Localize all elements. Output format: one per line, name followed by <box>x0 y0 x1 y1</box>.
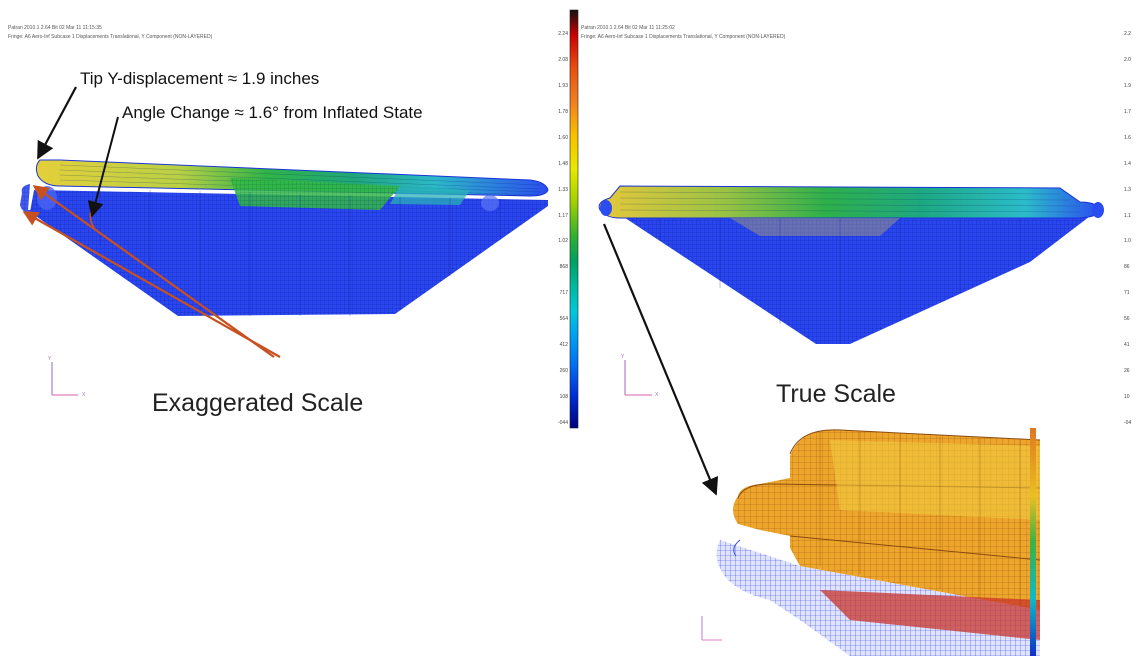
far-right-tick-9: 86 <box>1124 264 1130 271</box>
legend-tick-4: 1.60 <box>558 134 568 141</box>
zoom-inset <box>701 428 1041 656</box>
true-scale-model <box>598 185 1104 344</box>
fringe-legend <box>569 9 579 429</box>
far-right-tick-1: 2.0 <box>1124 56 1131 63</box>
angle-change-label: Angle Change ≈ 1.6° from Inflated State <box>122 103 423 122</box>
far-right-tick-11: 56 <box>1124 316 1130 323</box>
legend-tick-15: -044 <box>557 420 568 426</box>
far-right-tick-12: 41 <box>1124 342 1130 349</box>
legend-tick-0: 2.24 <box>558 31 568 37</box>
tip-displacement-arrow <box>37 86 77 160</box>
exaggerated-model <box>20 159 549 316</box>
left-header-line1: Patran 2010.1 2.64 Bit 02 Mar 11 11:15:3… <box>8 25 102 31</box>
right-axis-triad <box>624 360 652 396</box>
far-right-tick-0: 2.2 <box>1124 31 1131 37</box>
legend-tick-2: 1.93 <box>558 82 568 89</box>
legend-tick-8: 1.02 <box>558 238 568 245</box>
angle-change-arrow <box>87 116 119 218</box>
legend-tick-5: 1.48 <box>558 160 568 167</box>
legend-tick-1: 2.08 <box>558 56 568 63</box>
far-right-tick-8: 1.0 <box>1124 238 1131 245</box>
far-right-tick-13: 26 <box>1124 368 1130 375</box>
far-right-tick-6: 1.3 <box>1124 186 1131 193</box>
legend-tick-10: 717 <box>559 290 568 297</box>
right-axis-y-label: Y <box>621 354 625 360</box>
far-right-tick-10: 71 <box>1124 290 1130 297</box>
far-right-tick-15: -04 <box>1124 420 1132 426</box>
legend-tick-13: 260 <box>559 368 568 375</box>
far-right-tick-14: 10 <box>1124 394 1130 401</box>
right-header-line1: Patran 2010.1 2.64 Bit 02 Mar 11 11:25:0… <box>581 25 675 31</box>
tip-displacement-label: Tip Y-displacement ≈ 1.9 inches <box>80 69 320 88</box>
far-right-tick-4: 1.6 <box>1124 134 1131 141</box>
left-axis-y-label: Y <box>48 356 52 362</box>
legend-tick-9: 868 <box>559 264 568 271</box>
exaggerated-scale-caption: Exaggerated Scale <box>152 389 364 417</box>
far-right-tick-3: 1.7 <box>1124 108 1131 115</box>
legend-tick-3: 1.78 <box>558 108 568 115</box>
right-header-line2: Fringe: A6 Aero-Inf Subcase 1 Displaceme… <box>581 34 786 40</box>
true-scale-caption: True Scale <box>776 380 896 408</box>
right-axis-x-label: X <box>655 392 659 398</box>
left-axis-triad <box>51 362 78 396</box>
left-axis-x-label: X <box>82 392 86 398</box>
zoom-callout-arrow <box>602 223 719 496</box>
legend-tick-12: 412 <box>559 342 568 349</box>
legend-tick-11: 564 <box>559 316 568 323</box>
far-right-tick-7: 1.1 <box>1124 212 1131 219</box>
left-header-line2: Fringe: A6 Aero-Inf Subcase 1 Displaceme… <box>8 34 213 40</box>
far-right-tick-5: 1.4 <box>1124 160 1131 167</box>
far-right-tick-2: 1.9 <box>1124 82 1131 89</box>
legend-tick-7: 1.17 <box>558 212 568 219</box>
legend-tick-6: 1.33 <box>558 186 568 193</box>
legend-tick-14: 108 <box>559 394 568 401</box>
